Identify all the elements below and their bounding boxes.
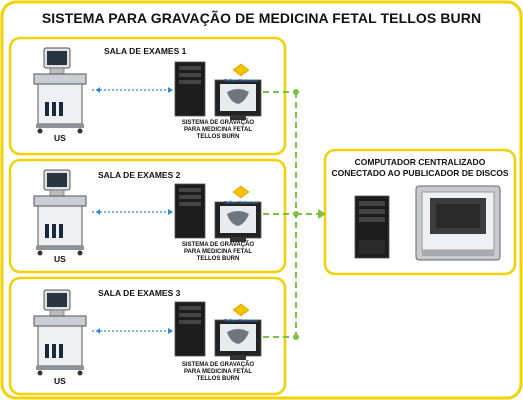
system-label-3: SISTEMA DE GRAVAÇÃO PARA MEDICINA FETAL … xyxy=(172,362,264,383)
system-label-2-line-3: TELLOS BURN xyxy=(196,256,240,262)
central-computer-icon xyxy=(354,195,390,259)
system-label-1-line-2: PARA MEDICINA FETAL xyxy=(184,127,252,133)
video-link-arrows xyxy=(96,87,173,334)
ultrasound-icon-2 xyxy=(33,169,87,256)
page-title: SISTEMA PARA GRAVAÇÃO DE MEDICINA FETAL … xyxy=(41,10,482,26)
central-title: COMPUTADOR CENTRALIZADO CONECTADO AO PUB… xyxy=(327,157,513,179)
system-label-1: SISTEMA DE GRAVAÇÃO PARA MEDICINA FETAL … xyxy=(172,120,264,141)
central-title-line-2: CONECTADO AO PUBLICADOR DE DISCOS xyxy=(331,168,509,178)
ultrasound-icon-3 xyxy=(33,289,87,376)
workstation-icon-2: Tellos Sistemas xyxy=(174,183,262,242)
svg-text:Tellos Sistemas: Tellos Sistemas xyxy=(224,318,258,323)
ultrasound-icon-1 xyxy=(33,47,87,134)
system-label-3-line-3: TELLOS BURN xyxy=(196,376,240,382)
us-label-1: US xyxy=(54,133,66,143)
workstation-icon-3: Tellos Sistemas xyxy=(174,301,262,360)
us-label-3: US xyxy=(54,376,66,386)
svg-text:Tellos Sistemas: Tellos Sistemas xyxy=(224,200,258,205)
system-label-2: SISTEMA DE GRAVAÇÃO PARA MEDICINA FETAL … xyxy=(172,242,264,263)
us-label-2: US xyxy=(54,254,66,264)
workstation-icon-1: Tellos Sistemas xyxy=(174,61,262,120)
system-label-3-line-2: PARA MEDICINA FETAL xyxy=(184,369,252,375)
system-label-2-line-1: SISTEMA DE GRAVAÇÃO xyxy=(181,242,255,248)
network-nodes xyxy=(293,89,326,340)
system-label-1-line-1: SISTEMA DE GRAVAÇÃO xyxy=(181,120,255,126)
system-label-2-line-2: PARA MEDICINA FETAL xyxy=(184,249,252,255)
disc-publisher-icon xyxy=(415,185,501,261)
svg-text:Tellos Sistemas: Tellos Sistemas xyxy=(224,78,258,83)
system-label-3-line-1: SISTEMA DE GRAVAÇÃO xyxy=(181,362,255,368)
room-title-2: SALA DE EXAMES 2 xyxy=(98,170,181,180)
video-links xyxy=(92,89,168,332)
room-title-3: SALA DE EXAMES 3 xyxy=(98,288,181,298)
system-label-1-line-3: TELLOS BURN xyxy=(196,134,240,140)
central-title-line-1: COMPUTADOR CENTRALIZADO xyxy=(354,157,486,167)
room-title-1: SALA DE EXAMES 1 xyxy=(104,46,187,56)
